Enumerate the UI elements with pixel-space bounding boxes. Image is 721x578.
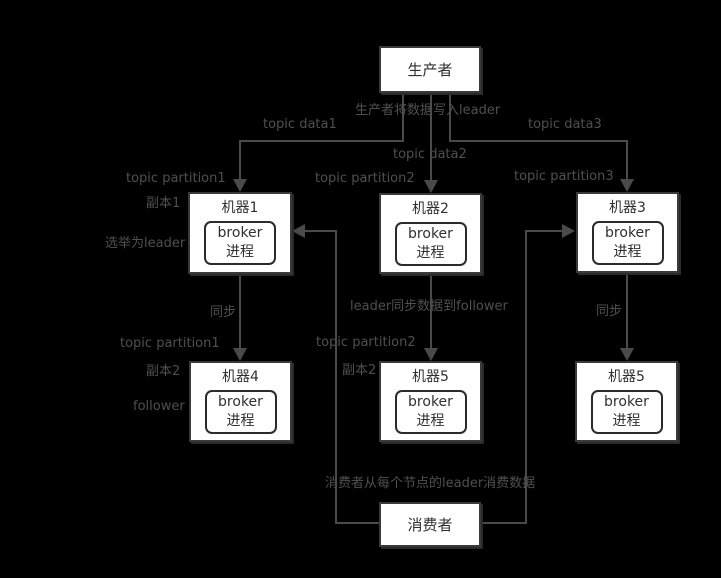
edge-topic-data2-vertical xyxy=(430,93,432,180)
edge-sync-machine2-to-machine5 xyxy=(430,274,432,349)
label-elected-as-leader: 选举为leader xyxy=(105,236,186,251)
consumer-node: 消费者 xyxy=(379,502,481,547)
label-leader-sync-to-follower: leader同步数据到follower xyxy=(350,299,508,314)
broker-label-line1: broker xyxy=(408,226,453,242)
edge-sync-machine3-to-machine5 xyxy=(626,273,628,349)
consumer-label: 消费者 xyxy=(407,516,453,534)
label-sync-left: 同步 xyxy=(210,305,237,320)
machine2-broker-box: broker 进程 xyxy=(394,222,467,266)
machine5-right-broker-box: broker 进程 xyxy=(590,390,663,434)
label-replica2-middle: 副本2 xyxy=(342,363,377,378)
machine1-title: 机器1 xyxy=(221,200,259,216)
arrowhead-into-machine5-middle xyxy=(424,348,438,361)
label-write-to-leader: 生产者将数据写入leader xyxy=(355,103,501,118)
edge-producer-drop-left xyxy=(402,93,404,142)
edge-topic-data1-vertical xyxy=(239,140,241,180)
producer-label: 生产者 xyxy=(407,61,453,79)
machine4-node: 机器4 broker 进程 xyxy=(189,361,292,442)
edge-topic-data3-vertical xyxy=(626,140,628,180)
machine5-middle-title: 机器5 xyxy=(412,369,449,385)
producer-node: 生产者 xyxy=(379,46,481,93)
arrowhead-into-machine1 xyxy=(233,179,247,192)
edge-consumer-right-bottom xyxy=(481,522,527,524)
broker-label-line1: broker xyxy=(217,225,263,241)
edge-topic-data3-horizontal xyxy=(449,140,628,142)
machine3-title: 机器3 xyxy=(609,200,646,216)
machine5-middle-node: 机器5 broker 进程 xyxy=(379,361,482,442)
arrowhead-into-machine5-right xyxy=(620,348,634,361)
machine1-node: 机器1 broker 进程 xyxy=(188,192,292,274)
arrowhead-into-machine3-broker xyxy=(562,224,575,238)
label-topic-partition2-bottom: topic partition2 xyxy=(316,335,416,350)
machine2-node: 机器2 broker 进程 xyxy=(379,193,482,274)
arrowhead-into-machine1-broker xyxy=(292,224,305,238)
machine1-broker-box: broker 进程 xyxy=(204,221,276,265)
machine3-node: 机器3 broker 进程 xyxy=(576,192,679,273)
label-topic-data3: topic data3 xyxy=(528,117,602,132)
broker-label-line2: 进程 xyxy=(613,244,642,260)
label-topic-partition2-top: topic partition2 xyxy=(315,171,415,186)
label-topic-partition3-top: topic partition3 xyxy=(514,169,614,184)
broker-label-line1: broker xyxy=(218,394,263,410)
label-topic-data2: topic data2 xyxy=(393,147,467,162)
machine4-title: 机器4 xyxy=(222,369,259,385)
label-replica1: 副本1 xyxy=(146,196,181,211)
arrowhead-into-machine3 xyxy=(620,179,634,192)
arrowhead-into-machine4 xyxy=(233,348,247,361)
broker-label-line1: broker xyxy=(408,394,453,410)
edge-consumer-left-top xyxy=(304,230,337,232)
broker-label-line2: 进程 xyxy=(416,245,445,261)
edge-consumer-right-vertical xyxy=(525,230,527,524)
edge-sync-machine1-to-machine4 xyxy=(239,274,241,349)
broker-label-line2: 进程 xyxy=(226,413,255,429)
machine3-broker-box: broker 进程 xyxy=(591,221,664,265)
machine5-right-title: 机器5 xyxy=(608,369,645,385)
broker-label-line2: 进程 xyxy=(416,413,445,429)
label-topic-data1: topic data1 xyxy=(263,117,337,132)
machine5-middle-broker-box: broker 进程 xyxy=(394,390,467,434)
label-topic-partition1-top: topic partition1 xyxy=(126,171,226,186)
broker-label-line2: 进程 xyxy=(612,413,641,429)
arrowhead-into-machine2 xyxy=(424,180,438,193)
edge-consumer-left-vertical xyxy=(335,230,337,524)
label-follower: follower xyxy=(133,399,185,414)
machine2-title: 机器2 xyxy=(412,201,449,217)
edge-consumer-right-top xyxy=(525,230,562,232)
label-sync-right: 同步 xyxy=(596,304,623,319)
machine5-right-node: 机器5 broker 进程 xyxy=(575,361,678,442)
machine4-broker-box: broker 进程 xyxy=(204,390,277,434)
edge-producer-drop-right xyxy=(449,93,451,141)
label-consumer-note: 消费者从每个节点的leader消费数据 xyxy=(325,476,536,491)
broker-label-line2: 进程 xyxy=(226,244,254,260)
label-topic-partition1-bottom: topic partition1 xyxy=(120,336,220,351)
edge-topic-data1-horizontal xyxy=(239,140,404,142)
broker-label-line1: broker xyxy=(604,394,649,410)
broker-label-line1: broker xyxy=(605,225,650,241)
edge-consumer-left-bottom xyxy=(335,522,379,524)
label-replica2-left: 副本2 xyxy=(146,364,181,379)
